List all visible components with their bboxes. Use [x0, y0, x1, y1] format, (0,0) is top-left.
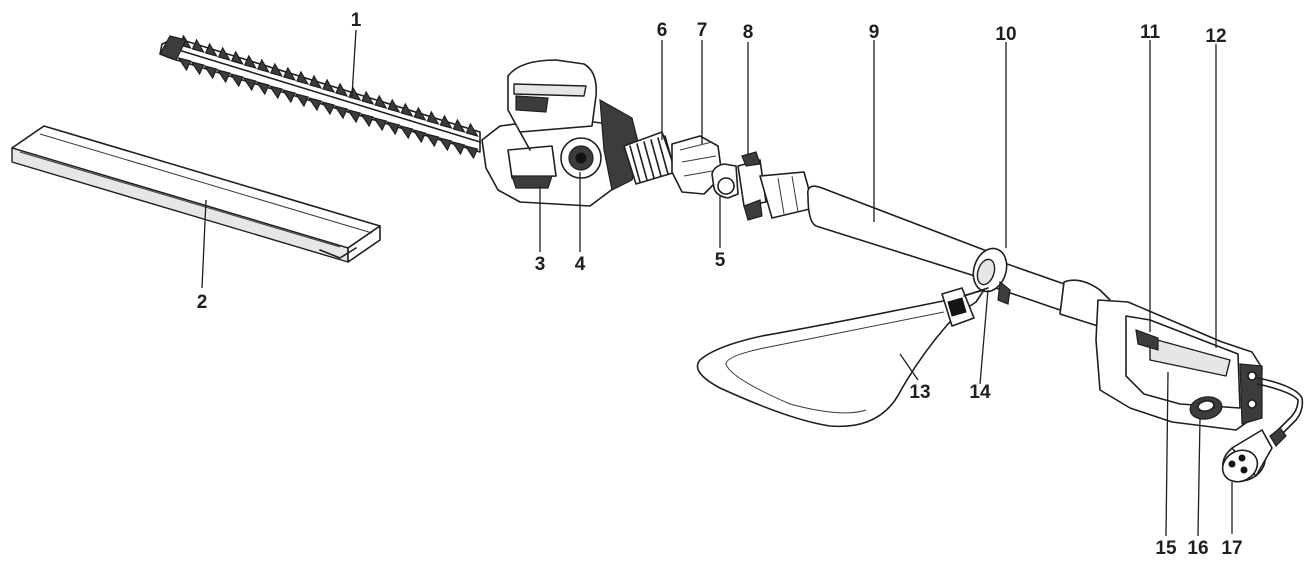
callout-14: 14 — [969, 382, 991, 403]
blade-guard — [11, 125, 381, 263]
shoulder-strap — [696, 287, 989, 428]
rear-handle — [1095, 299, 1263, 431]
leader-16 — [1197, 417, 1201, 537]
callout-12: 12 — [1205, 26, 1226, 47]
callout-10: 10 — [995, 24, 1016, 45]
plug — [1221, 429, 1273, 483]
motor-head — [481, 59, 641, 207]
callout-6: 6 — [657, 20, 668, 41]
callout-11: 11 — [1140, 22, 1161, 43]
callout-7: 7 — [697, 20, 708, 41]
leader-lines — [201, 29, 1233, 537]
blade-teeth-top — [178, 34, 479, 137]
shaft-collar — [972, 247, 1011, 305]
leader-14 — [979, 289, 989, 385]
callout-labels: 1 2 3 4 5 6 7 8 9 10 11 12 13 14 15 16 1… — [197, 10, 1243, 559]
callout-16: 16 — [1187, 538, 1208, 559]
leader-15 — [1165, 371, 1169, 537]
callout-8: 8 — [743, 22, 754, 43]
callout-1: 1 — [351, 10, 362, 31]
leader-2 — [201, 199, 207, 289]
callout-15: 15 — [1155, 538, 1177, 559]
callout-3: 3 — [535, 254, 546, 275]
callout-9: 9 — [869, 22, 880, 43]
leader-13 — [899, 353, 919, 381]
callout-17: 17 — [1221, 538, 1242, 559]
blade-teeth-bottom — [177, 57, 479, 160]
callout-13: 13 — [909, 382, 930, 403]
coupling — [623, 131, 815, 221]
power-cable — [1257, 377, 1304, 447]
cutting-blade — [159, 34, 481, 160]
leader-1 — [351, 29, 357, 97]
callout-4: 4 — [575, 254, 586, 275]
callout-2: 2 — [197, 292, 208, 313]
callout-5: 5 — [715, 250, 726, 271]
